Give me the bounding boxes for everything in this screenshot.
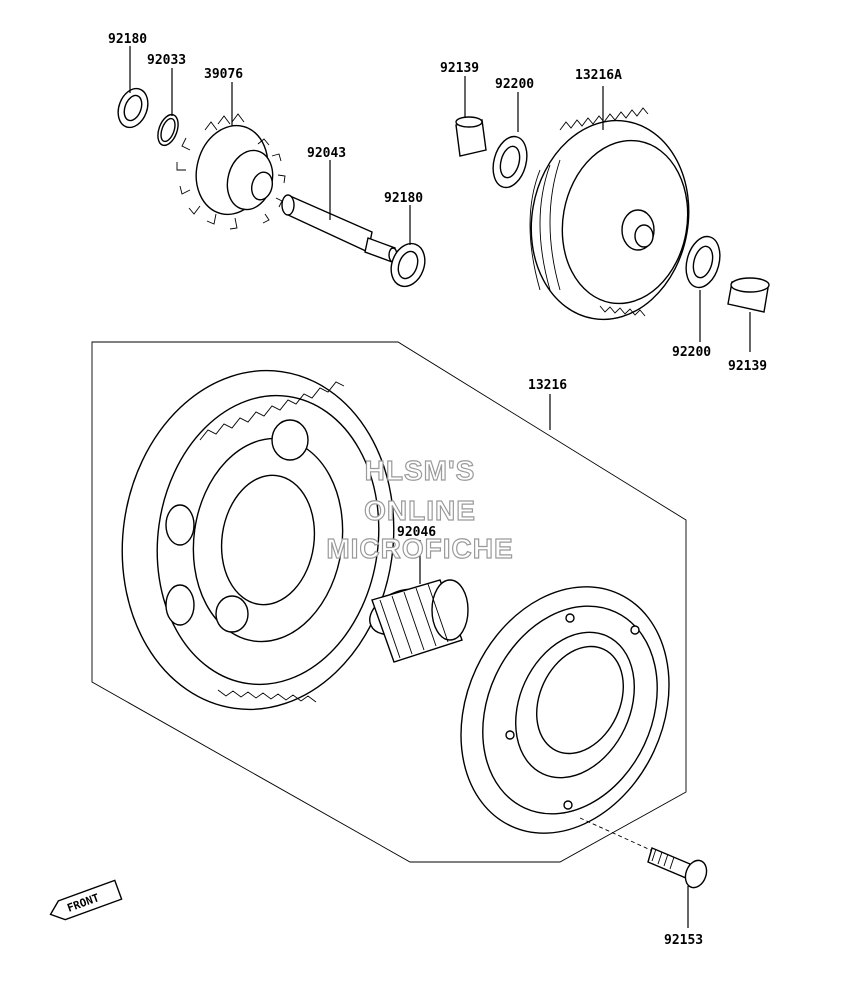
washer-92200-bottom[interactable] (681, 233, 725, 292)
watermark-line1: HLSM'S (365, 455, 476, 486)
one-way-clutch[interactable] (422, 553, 708, 868)
needle-bearing-92046[interactable] (363, 579, 469, 663)
label-92139-bottom[interactable]: 92139 (728, 359, 767, 374)
label-92046[interactable]: 92046 (397, 525, 436, 540)
washer-92180-mid[interactable] (385, 239, 430, 291)
watermark-line2: ONLINE (364, 495, 476, 526)
label-92153[interactable]: 92153 (664, 933, 703, 948)
shaft-92043[interactable] (281, 194, 398, 263)
label-13216[interactable]: 13216 (528, 378, 567, 393)
label-92200-bottom[interactable]: 92200 (672, 345, 711, 360)
label-92180-mid[interactable]: 92180 (384, 191, 423, 206)
assembly-outline-13216 (91, 341, 687, 863)
label-39076[interactable]: 39076 (204, 67, 243, 82)
label-92043[interactable]: 92043 (307, 146, 346, 161)
front-arrow-icon: FRONT (49, 879, 123, 921)
bush-92139-top[interactable] (455, 116, 487, 157)
label-92033[interactable]: 92033 (147, 53, 186, 68)
label-92139-top[interactable]: 92139 (440, 61, 479, 76)
circlip-92033[interactable] (154, 112, 182, 148)
gear-assembly-13216A[interactable] (516, 107, 704, 332)
label-92180-top[interactable]: 92180 (108, 32, 147, 47)
watermark-line3: MICROFICHE (326, 533, 513, 564)
washer-92180-top[interactable] (113, 84, 153, 131)
washer-92200-top[interactable] (488, 133, 532, 192)
starter-clutch-gear[interactable] (101, 353, 416, 727)
label-92200-top[interactable]: 92200 (495, 77, 534, 92)
label-13216A[interactable]: 13216A (575, 68, 622, 83)
bush-92139-bottom[interactable] (727, 277, 770, 313)
bolt-92153[interactable] (647, 847, 710, 891)
gear-39076[interactable] (176, 113, 286, 230)
